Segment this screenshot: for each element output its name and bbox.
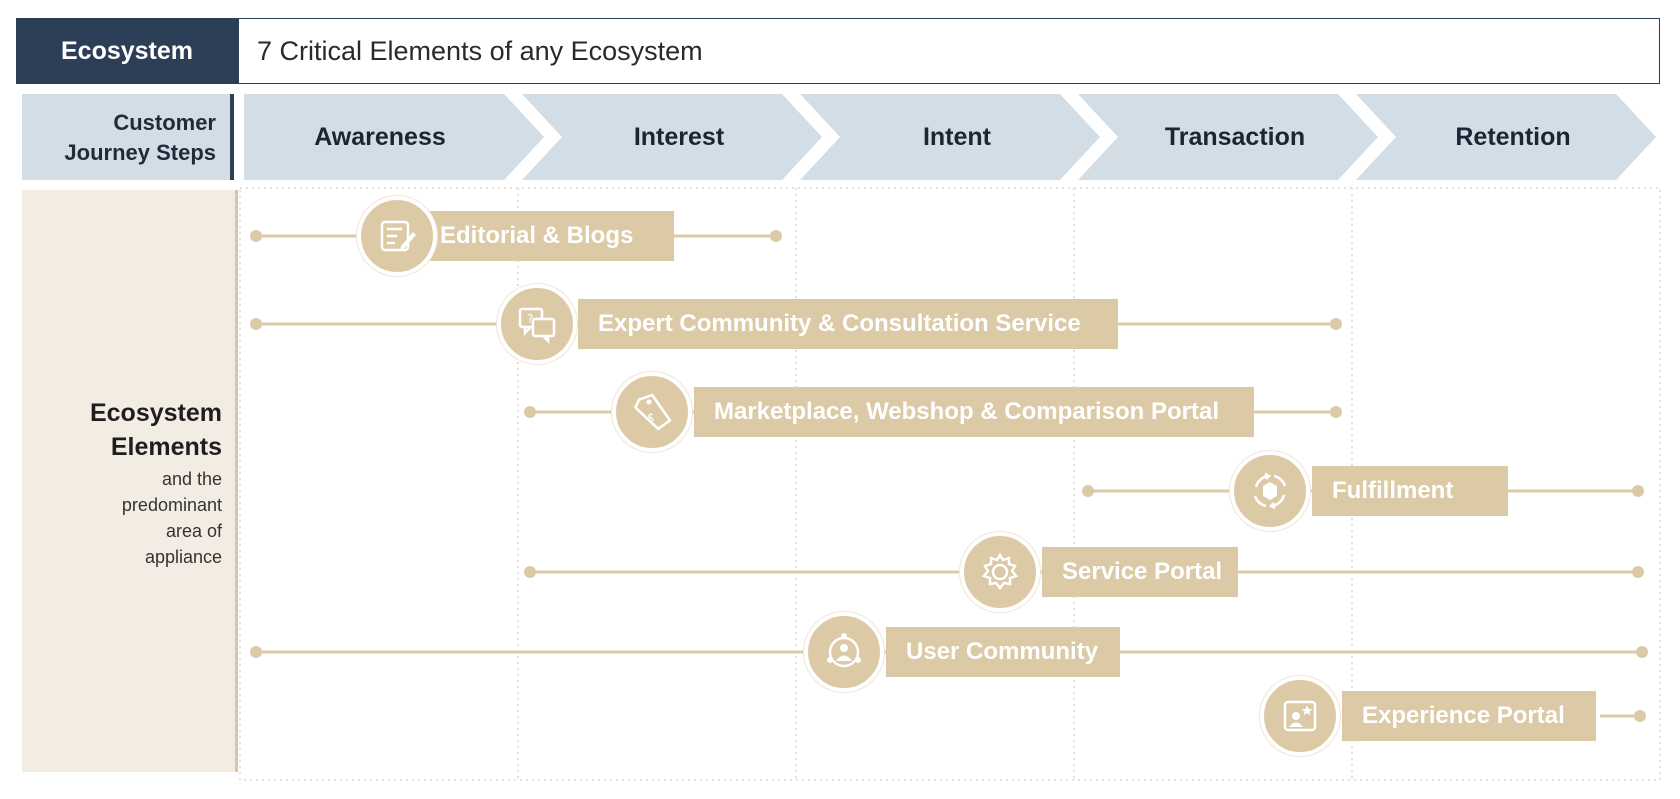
element-label: User Community [886, 627, 1120, 677]
element-label: Marketplace, Webshop & Comparison Portal [694, 387, 1254, 437]
chevron-awareness: Awareness [244, 94, 544, 180]
element-label: Expert Community & Consultation Service [578, 299, 1118, 349]
chevron-interest: Interest [522, 94, 822, 180]
chevron-label: Interest [633, 122, 725, 151]
chevron-transaction: Transaction [1078, 94, 1378, 180]
gear-icon [960, 532, 1040, 612]
element-label: Experience Portal [1342, 691, 1596, 741]
package-cycle-icon [1230, 451, 1310, 531]
journey-label-line1: Customer [113, 110, 216, 135]
svg-text:?: ? [527, 312, 533, 326]
user-star-icon [1260, 676, 1340, 756]
chat-bubbles-icon: ? [497, 284, 577, 364]
element-label: Service Portal [1042, 547, 1238, 597]
chevron-label: Transaction [1164, 122, 1306, 151]
element-label: Fulfillment [1312, 466, 1508, 516]
elements-subtitle-line: and the [161, 469, 222, 489]
element-label: Editorial & Blogs [420, 211, 674, 261]
chevron-retention: Retention [1356, 94, 1656, 180]
elements-title-line2: Elements [110, 433, 222, 461]
header-title: 7 Critical Elements of any Ecosystem [238, 18, 1660, 84]
price-tag-icon: $ [612, 372, 692, 452]
elements-subtitle-line: predominant [121, 495, 222, 515]
journey-label: Customer Journey Steps [22, 94, 234, 180]
elements-panel-text: Ecosystem Elements and the predominant a… [22, 206, 222, 570]
svg-text:$: $ [647, 411, 655, 425]
chevron-label: Retention [1455, 122, 1571, 151]
elements-subtitle-line: area of [165, 521, 222, 541]
elements-subtitle-line: appliance [144, 547, 222, 567]
chevron-intent: Intent [800, 94, 1100, 180]
header-tag: Ecosystem [16, 18, 238, 84]
journey-label-line2: Journey Steps [64, 140, 216, 165]
chevron-label: Intent [922, 122, 992, 151]
elements-subtitle: and the predominant area of appliance [22, 466, 222, 570]
elements-title-line1: Ecosystem [89, 399, 222, 427]
chevron-label: Awareness [314, 122, 446, 151]
editorial-icon [357, 196, 437, 276]
elements-panel [22, 190, 238, 772]
people-network-icon [804, 612, 884, 692]
